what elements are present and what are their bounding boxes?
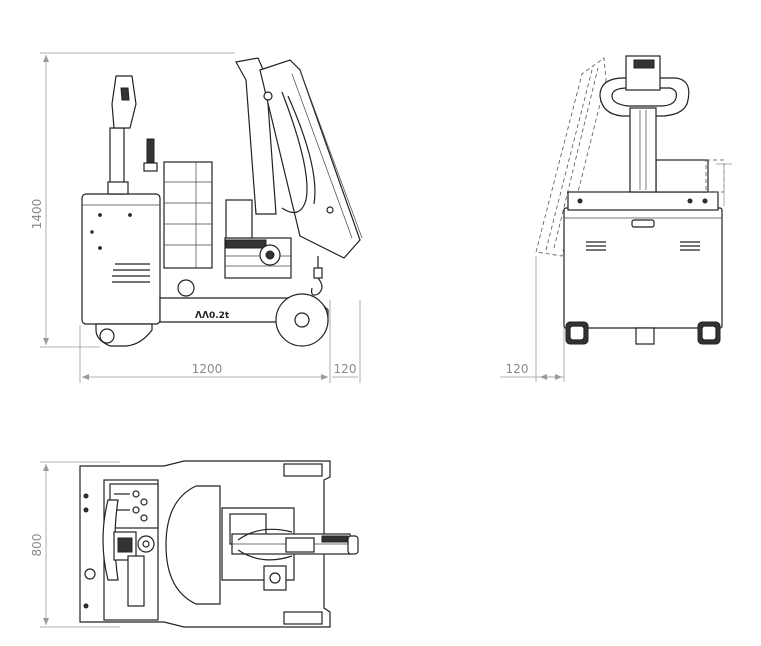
rear-vent-left	[586, 241, 606, 251]
rear-view: 120	[500, 55, 732, 382]
top-tiller	[102, 499, 155, 607]
vent-slots	[112, 263, 150, 283]
dimension-overhang-label: 120	[334, 362, 357, 376]
dimension-length-label: 1200	[192, 362, 223, 376]
top-counterweight	[165, 485, 221, 605]
beacon-light	[146, 138, 155, 164]
slewing-ring	[224, 237, 292, 279]
crane-hook	[311, 256, 323, 296]
side-view: 1400 1200 120	[30, 52, 363, 383]
battery-housing	[81, 193, 161, 325]
brand-mark: ᐱᐱ0.2t	[195, 311, 230, 321]
rear-caster	[177, 279, 195, 297]
boom-hidden-lines	[535, 57, 607, 257]
top-front-wheel-right	[283, 611, 323, 625]
top-front-wheel-left	[283, 463, 323, 477]
drive-wheel	[95, 323, 153, 347]
dimension-rear-overhang: 120	[500, 163, 732, 382]
dimension-rear-overhang-label: 120	[506, 362, 529, 376]
rear-tiller	[599, 55, 690, 193]
counterweight	[163, 161, 213, 269]
top-view: 800	[30, 460, 359, 628]
dimension-height: 1400	[30, 52, 235, 348]
crane-boom	[235, 57, 363, 259]
dimension-height-label: 1400	[30, 199, 44, 230]
dimension-width: 800	[30, 461, 120, 628]
dimension-length: 1200 120	[79, 300, 361, 383]
top-boom	[231, 528, 359, 561]
rear-vent-right	[680, 241, 700, 251]
dimension-width-label: 800	[30, 534, 44, 557]
crane-column	[225, 199, 253, 239]
tiller-handle	[107, 75, 137, 195]
